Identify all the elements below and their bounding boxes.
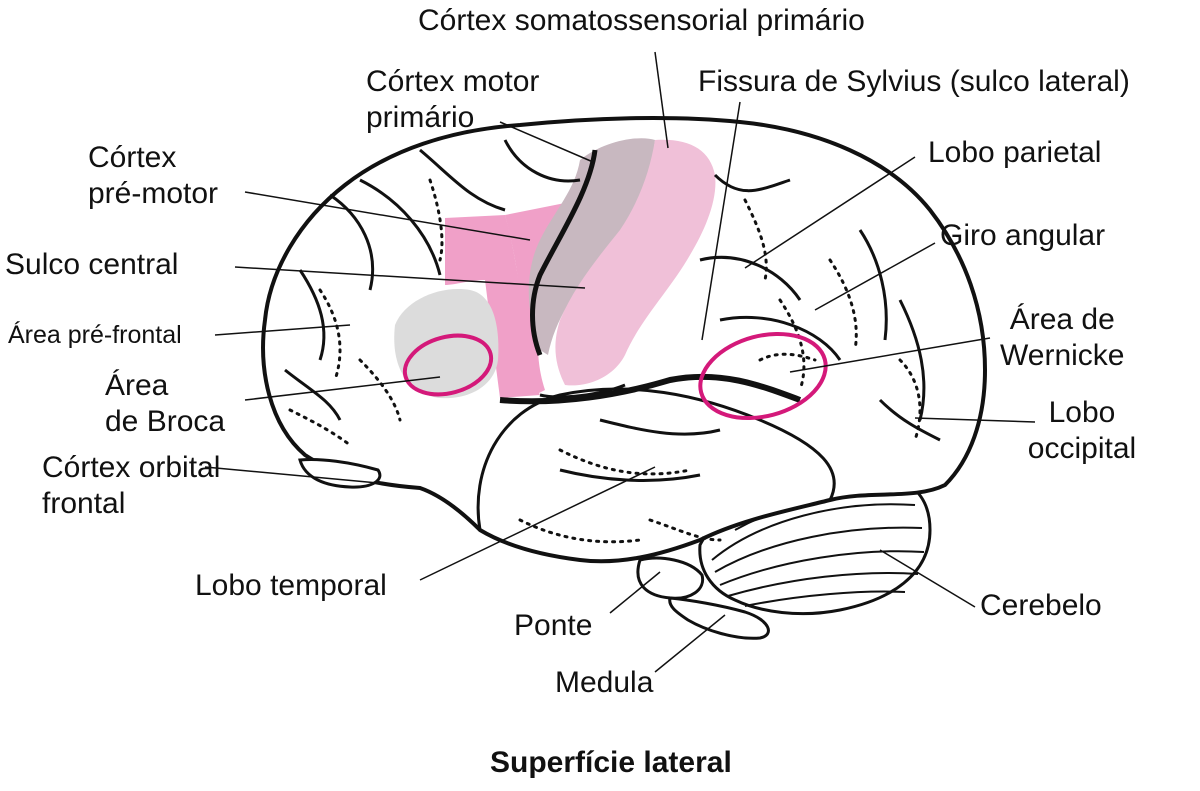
figure-caption: Superfície lateral xyxy=(490,746,732,779)
label-cerebellum: Cerebelo xyxy=(980,589,1102,622)
label-occipital-line2: occipital xyxy=(1027,432,1137,465)
label-orbitofrontal-line1: Córtex orbital xyxy=(42,451,221,484)
gyri-contours xyxy=(284,139,941,482)
label-wernicke-line2: Wernicke xyxy=(1000,339,1125,372)
label-medulla: Medula xyxy=(555,666,654,699)
label-premotor-cortex: Córtex pré-motor xyxy=(88,140,218,212)
label-angular-gyrus: Giro angular xyxy=(940,219,1106,252)
label-motor-cortex: Córtex motor primário xyxy=(366,64,539,136)
broca-area-region xyxy=(394,289,499,399)
label-motor-cortex-line1: Córtex motor xyxy=(366,65,540,98)
label-broca-line1: Área xyxy=(105,369,169,402)
label-occipital-lobe: Lobo occipital xyxy=(1022,395,1142,467)
primary-motor-cortex-area xyxy=(528,138,655,355)
label-parietal-lobe: Lobo parietal xyxy=(928,136,1102,169)
label-prefrontal-area: Área pré-frontal xyxy=(8,321,182,349)
medulla-shape xyxy=(668,596,770,640)
central-sulcus-line xyxy=(530,149,598,356)
temporal-lobe-outline xyxy=(476,387,836,531)
label-broca-line2: de Broca xyxy=(105,405,226,438)
label-occipital-line1: Lobo xyxy=(1048,396,1116,429)
label-premotor-line1: Córtex xyxy=(88,141,177,174)
label-sylvian-fissure: Fissura de Sylvius (sulco lateral) xyxy=(698,65,1130,98)
label-central-sulcus: Sulco central xyxy=(5,248,179,281)
sylvian-fissure-line xyxy=(499,373,802,405)
broca-ellipse xyxy=(402,333,494,397)
label-pons: Ponte xyxy=(514,609,593,642)
label-somatosensory-cortex: Córtex somatossensorial primário xyxy=(418,4,865,37)
label-premotor-line2: pré-motor xyxy=(88,177,219,210)
label-orbitofrontal-cortex: Córtex orbital frontal xyxy=(42,450,220,522)
label-orbitofrontal-line2: frontal xyxy=(42,487,126,520)
wernicke-ellipse xyxy=(698,331,828,421)
label-broca-area: Área de Broca xyxy=(105,368,225,440)
leader-lines xyxy=(204,51,1036,673)
label-wernicke-area: Área de Wernicke xyxy=(1000,302,1124,374)
primary-somatosensory-cortex-area xyxy=(555,139,716,386)
pons-shape xyxy=(636,556,705,600)
label-wernicke-line1: Área de xyxy=(1009,303,1115,336)
label-motor-cortex-line2: primário xyxy=(366,101,475,134)
premotor-cortex-area xyxy=(445,215,540,398)
label-temporal-lobe: Lobo temporal xyxy=(195,569,387,602)
